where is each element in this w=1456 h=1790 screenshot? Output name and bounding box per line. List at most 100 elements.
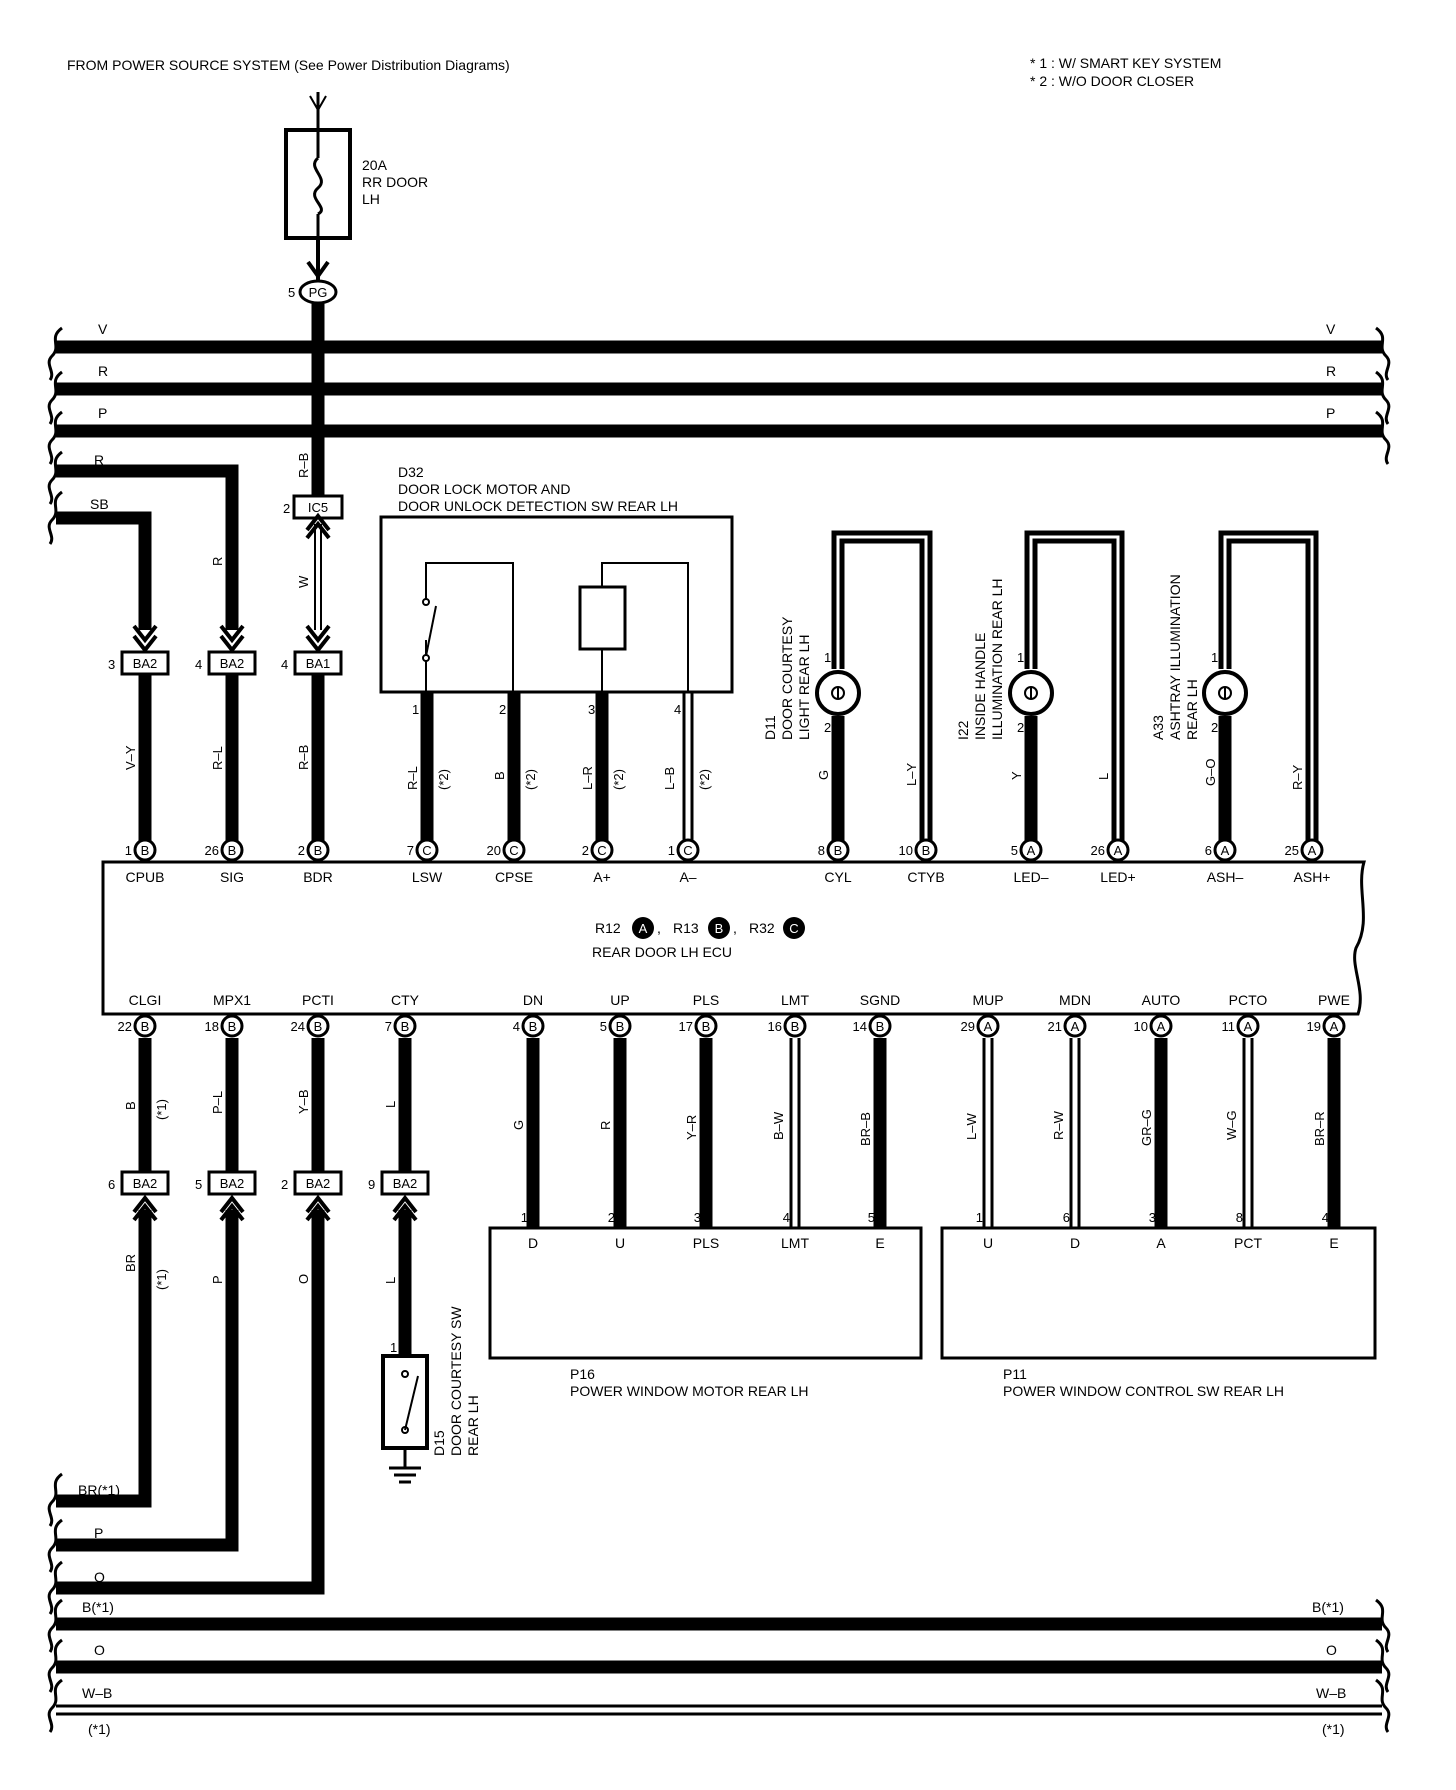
ecu-top-pin-num-3: 7 — [407, 843, 414, 858]
ba-to-ecu-wires — [138, 674, 325, 846]
wire-sb-left: SB — [90, 496, 109, 512]
ecu-top-pin-code-9: A — [1027, 843, 1036, 858]
d11-pin-2: 2 — [824, 720, 831, 735]
wire-pl: P–L — [210, 1091, 225, 1114]
ecu-bottom-pin-code-2: B — [314, 1019, 323, 1034]
ecu-top-pin-badge-11 — [1213, 838, 1237, 862]
ecu-bottom-pin-num-0: 22 — [118, 1019, 132, 1034]
p11-pin-num-3: 8 — [1236, 1210, 1243, 1225]
ecu-bottom-pin-badge-10 — [1063, 1014, 1087, 1038]
d32-pin-4: 4 — [674, 702, 681, 717]
a33-pin-1: 1 — [1211, 650, 1218, 665]
d32-component — [379, 515, 734, 694]
ecu-top-pin-label-1: SIG — [220, 869, 244, 885]
ecu-bottom-pin-label-5: UP — [610, 992, 629, 1008]
ecu-top-pin-num-7: 8 — [818, 843, 825, 858]
wire-rl: R–L — [210, 746, 225, 770]
a33-wire-2: R–Y — [1290, 764, 1305, 790]
ecu-bottom-pin-num-4: 4 — [513, 1019, 520, 1034]
ecu-top-pin-label-0: CPUB — [126, 869, 165, 885]
ecu-bottom-pin-label-0: CLGI — [129, 992, 162, 1008]
ecu-bottom-pin-code-11: A — [1157, 1019, 1166, 1034]
wire-rb: R–B — [296, 745, 311, 770]
d11-pin-1: 1 — [824, 650, 831, 665]
wire-vy: V–Y — [123, 745, 138, 770]
ecu-bottom-pin-label-13: PWE — [1318, 992, 1350, 1008]
ecu-top-pin-badge-12 — [1300, 838, 1324, 862]
ba-lower-4-code: BA2 — [393, 1176, 418, 1191]
i22-pin-1: 1 — [1017, 650, 1024, 665]
wire-brr: BR–R — [1312, 1111, 1327, 1146]
ecu-top-pin-badge-4 — [502, 838, 526, 862]
ecu-top-pin-num-9: 5 — [1011, 843, 1018, 858]
power-source-heading: FROM POWER SOURCE SYSTEM (See Power Dist… — [67, 57, 510, 73]
a33-wire-1: G–O — [1203, 759, 1218, 786]
ecu-conn-sep-1: , — [657, 920, 661, 936]
ecu-bottom-pin-code-5: B — [616, 1019, 625, 1034]
bus-r-left: R — [98, 363, 108, 379]
a33-name-1: ASHTRAY ILLUMINATION — [1167, 574, 1183, 740]
p16-pin-num-2: 3 — [694, 1210, 701, 1225]
ba-upper-3-code: BA1 — [306, 656, 331, 671]
ecu-conn-b-badge — [708, 917, 730, 939]
ecu-bottom-pin-badge-1 — [220, 1014, 244, 1038]
ecu-bottom-pin-num-11: 10 — [1134, 1019, 1148, 1034]
ecu-bottom-pin-code-6: B — [702, 1019, 711, 1034]
ecu-top-pin-label-2: BDR — [303, 869, 333, 885]
a33-light — [1202, 530, 1319, 846]
p11-pin-label-4: E — [1329, 1235, 1338, 1251]
i22-name-2: ILLUMINATION REAR LH — [989, 578, 1005, 740]
ecu-bottom-pin-label-10: MDN — [1059, 992, 1091, 1008]
bus-wb-right: W–B — [1316, 1685, 1346, 1701]
bus-wb-left: W–B — [82, 1685, 112, 1701]
ecu-top-pin-label-8: CTYB — [907, 869, 944, 885]
ecu-bottom-pin-label-9: MUP — [972, 992, 1003, 1008]
ecu-bottom-pin-num-7: 16 — [768, 1019, 782, 1034]
ecu-top-pin-code-11: A — [1221, 843, 1230, 858]
d15-id: D15 — [431, 1430, 447, 1456]
ecu-bottom-pin-code-12: A — [1244, 1019, 1253, 1034]
note-2: * 2 : W/O DOOR CLOSER — [1030, 73, 1194, 89]
ecu-top-pin-num-11: 6 — [1205, 843, 1212, 858]
ecu-top-pin-code-12: A — [1308, 843, 1317, 858]
ecu-bottom-pin-label-1: MPX1 — [213, 992, 251, 1008]
p16-pin-label-3: LMT — [781, 1235, 809, 1251]
ecu-top-pin-badge-10 — [1106, 838, 1130, 862]
ecu-bottom-pin-num-1: 18 — [205, 1019, 219, 1034]
ecu-top-pin-num-5: 2 — [582, 843, 589, 858]
ecu-bottom-pin-badge-3 — [393, 1014, 417, 1038]
d32-note-1: (*2) — [436, 769, 451, 790]
ecu-conn-c-code: C — [789, 921, 798, 936]
ecu-top-pin-badge-1 — [220, 838, 244, 862]
ecu-bottom-pin-code-4: B — [529, 1019, 538, 1034]
wire-br-left: BR(*1) — [78, 1482, 120, 1498]
wire-br-lower: BR — [123, 1254, 138, 1272]
ecu-top-pin-label-10: LED+ — [1100, 869, 1135, 885]
ecu-bottom-pin-num-10: 21 — [1048, 1019, 1062, 1034]
p11-pin-num-4: 4 — [1322, 1210, 1329, 1225]
ecu-top-pin-num-0: 1 — [125, 843, 132, 858]
ecu-bottom-pin-badge-9 — [976, 1014, 1000, 1038]
ecu-top-pin-label-5: A+ — [593, 869, 611, 885]
ba-lower-1-code: BA2 — [133, 1176, 158, 1191]
d15-pin: 1 — [390, 1340, 397, 1355]
ecu-bottom-pin-num-12: 11 — [1222, 1019, 1236, 1034]
bus-b-left: B(*1) — [82, 1599, 114, 1615]
d32-note-2: (*2) — [523, 769, 538, 790]
pg-pin: 5 — [288, 285, 295, 300]
ecu-bottom-pin-num-2: 24 — [291, 1019, 305, 1034]
p16-id: P16 — [570, 1366, 595, 1382]
bus-o-right: O — [1326, 1642, 1337, 1658]
wire-g-lower: G — [511, 1120, 526, 1130]
d11-light — [815, 530, 933, 846]
i22-wire-2: L — [1096, 773, 1111, 780]
ecu-bottom-pin-code-9: A — [984, 1019, 993, 1034]
wire-r-lower: R — [598, 1121, 613, 1130]
wire-p-left: P — [94, 1525, 103, 1541]
wire-o-lower: O — [296, 1274, 311, 1284]
wire-lw: L–W — [964, 1113, 979, 1140]
ecu-bottom-pin-badge-2 — [306, 1014, 330, 1038]
p11-pin-num-0: 1 — [976, 1210, 983, 1225]
ecu-bottom-pin-label-8: SGND — [860, 992, 900, 1008]
